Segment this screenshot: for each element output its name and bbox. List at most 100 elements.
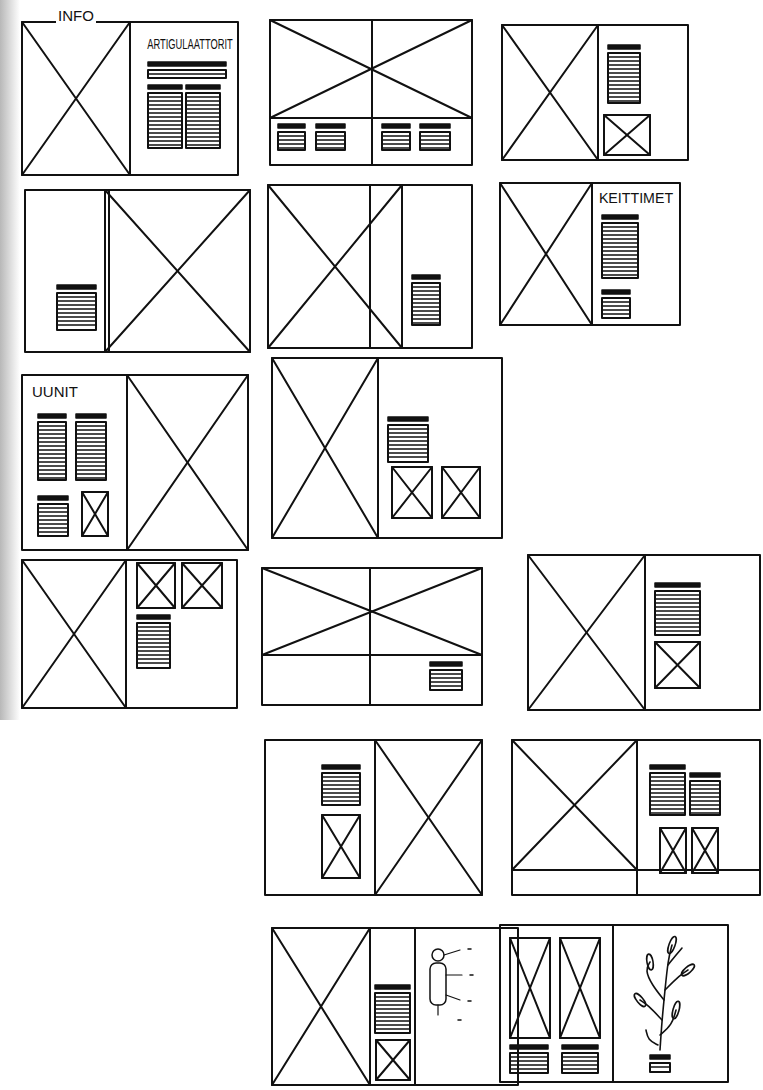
text-line bbox=[420, 143, 450, 144]
text-line bbox=[57, 312, 96, 313]
text-line bbox=[412, 290, 440, 291]
page-fold bbox=[129, 22, 131, 175]
image-cross bbox=[270, 20, 472, 118]
image-cross bbox=[502, 25, 598, 160]
image-box bbox=[322, 815, 360, 878]
spread-frame bbox=[262, 568, 482, 705]
heading-bar bbox=[278, 124, 305, 128]
text-line bbox=[650, 808, 685, 809]
text-line bbox=[562, 1056, 598, 1057]
text-line bbox=[137, 626, 170, 627]
text-line bbox=[186, 112, 220, 113]
body-text bbox=[655, 591, 700, 635]
heading-bar bbox=[322, 765, 360, 769]
text-line bbox=[57, 308, 96, 309]
image-cross bbox=[512, 740, 637, 870]
image-cross bbox=[660, 828, 686, 873]
text-line bbox=[137, 650, 170, 651]
text-line bbox=[382, 135, 410, 136]
text-line bbox=[57, 324, 96, 325]
image-cross bbox=[182, 563, 222, 608]
text-line bbox=[412, 306, 440, 307]
page-spread bbox=[22, 22, 238, 175]
text-line bbox=[186, 124, 220, 125]
text-block bbox=[650, 765, 685, 815]
text-line bbox=[655, 606, 700, 607]
image-cross bbox=[272, 928, 370, 1085]
text-block bbox=[57, 285, 96, 330]
spread-frame bbox=[22, 22, 238, 175]
text-line bbox=[510, 1064, 548, 1065]
text-line bbox=[562, 1068, 598, 1069]
text-line bbox=[278, 135, 305, 136]
page-fold bbox=[369, 568, 371, 705]
plant-stem bbox=[668, 948, 682, 965]
text-line bbox=[510, 1060, 548, 1061]
text-line bbox=[322, 776, 360, 777]
image-cross bbox=[268, 185, 402, 348]
plant-stem bbox=[660, 1010, 676, 1035]
text-line bbox=[690, 800, 720, 801]
text-line bbox=[148, 120, 182, 121]
image-cross bbox=[137, 563, 175, 608]
text-line bbox=[38, 523, 68, 524]
text-line bbox=[137, 654, 170, 655]
text-line bbox=[148, 116, 182, 117]
spread-frame bbox=[272, 928, 518, 1085]
spread-frame bbox=[270, 20, 472, 165]
heading-bar bbox=[388, 417, 428, 421]
image-cross bbox=[322, 815, 360, 878]
image-box bbox=[560, 938, 600, 1038]
text-line bbox=[650, 792, 685, 793]
text-line bbox=[38, 477, 66, 478]
text-line bbox=[375, 1004, 410, 1005]
text-line bbox=[690, 796, 720, 797]
text-line bbox=[322, 784, 360, 785]
page-fold bbox=[591, 183, 593, 325]
spread-frame bbox=[268, 185, 472, 348]
image-cross bbox=[22, 560, 126, 708]
page-fold bbox=[414, 928, 416, 1085]
text-line bbox=[76, 453, 106, 454]
text-line bbox=[148, 144, 182, 145]
page-spread bbox=[500, 925, 728, 1082]
page-spread bbox=[500, 183, 680, 325]
text-line bbox=[650, 812, 685, 813]
heading-bar bbox=[650, 1055, 670, 1059]
text-line bbox=[608, 88, 640, 89]
text-line bbox=[76, 429, 106, 430]
text-block bbox=[602, 290, 630, 318]
image-cross bbox=[560, 938, 600, 1038]
text-line bbox=[322, 800, 360, 801]
body-text bbox=[608, 53, 640, 103]
text-line bbox=[186, 144, 220, 145]
image-cross bbox=[262, 568, 482, 655]
text-line bbox=[602, 305, 630, 306]
text-line bbox=[655, 598, 700, 599]
spread-frame bbox=[500, 925, 728, 1082]
plant-stem bbox=[646, 1030, 658, 1045]
page-fold bbox=[374, 740, 376, 895]
image-cross bbox=[692, 828, 718, 873]
text-line bbox=[38, 453, 66, 454]
text-block bbox=[76, 414, 106, 480]
heading-bar bbox=[602, 290, 630, 294]
text-line bbox=[38, 425, 66, 426]
text-line bbox=[602, 309, 630, 310]
image-cross bbox=[182, 563, 222, 608]
text-line bbox=[608, 96, 640, 97]
heading-bar bbox=[38, 496, 68, 500]
text-line bbox=[38, 469, 66, 470]
text-line bbox=[76, 441, 106, 442]
text-line bbox=[375, 1028, 410, 1029]
text-line bbox=[278, 147, 305, 148]
text-line bbox=[388, 432, 428, 433]
text-block bbox=[322, 765, 360, 805]
text-line bbox=[76, 473, 106, 474]
text-line bbox=[412, 314, 440, 315]
body-text bbox=[602, 298, 630, 318]
text-line bbox=[655, 602, 700, 603]
text-line bbox=[690, 804, 720, 805]
text-line bbox=[57, 316, 96, 317]
page-spread bbox=[502, 25, 688, 160]
